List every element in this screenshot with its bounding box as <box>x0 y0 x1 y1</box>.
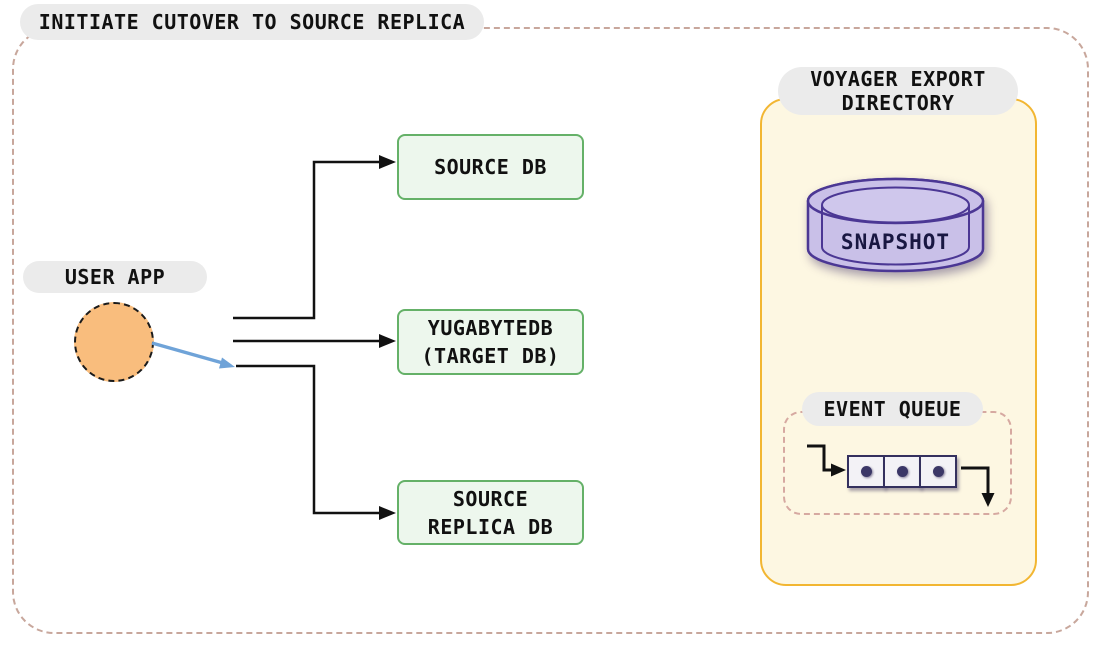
source-db-label: SOURCE DB <box>434 155 547 179</box>
voyager-label-line1: VOYAGER EXPORT <box>810 67 986 91</box>
diagram-title: INITIATE CUTOVER TO SOURCE REPLICA <box>20 4 484 40</box>
source-replica-db-label-line1: SOURCE <box>452 486 529 511</box>
target-db-label-line2: (TARGET DB) <box>421 344 560 368</box>
event-queue-items <box>847 455 957 488</box>
queue-item <box>847 455 885 488</box>
snapshot-database-icon: SNAPSHOT <box>806 177 985 273</box>
queue-dot-icon <box>932 466 944 477</box>
queue-item <box>883 455 921 488</box>
snapshot-label: SNAPSHOT <box>841 230 950 254</box>
target-db-label-line1: YUGABYTEDB <box>427 316 554 340</box>
voyager-export-directory-label: VOYAGER EXPORT DIRECTORY <box>778 67 1018 115</box>
source-replica-db-label-line2: REPLICA DB <box>427 514 554 539</box>
cylinder-inner-rim <box>821 186 970 224</box>
source-db-box: SOURCE DB <box>397 134 584 200</box>
user-app-label: USER APP <box>23 261 207 293</box>
voyager-label-line2: DIRECTORY <box>841 91 955 115</box>
cylinder-inner-body <box>821 205 970 266</box>
target-db-box: YUGABYTEDB (TARGET DB) <box>397 309 584 375</box>
queue-dot-icon <box>896 466 908 477</box>
source-replica-db-box: SOURCE REPLICA DB <box>397 480 584 545</box>
queue-dot-icon <box>860 466 872 477</box>
user-app-icon <box>74 302 154 382</box>
diagram-boundary <box>12 27 1089 634</box>
event-queue-label: EVENT QUEUE <box>802 392 983 426</box>
queue-item <box>919 455 957 488</box>
